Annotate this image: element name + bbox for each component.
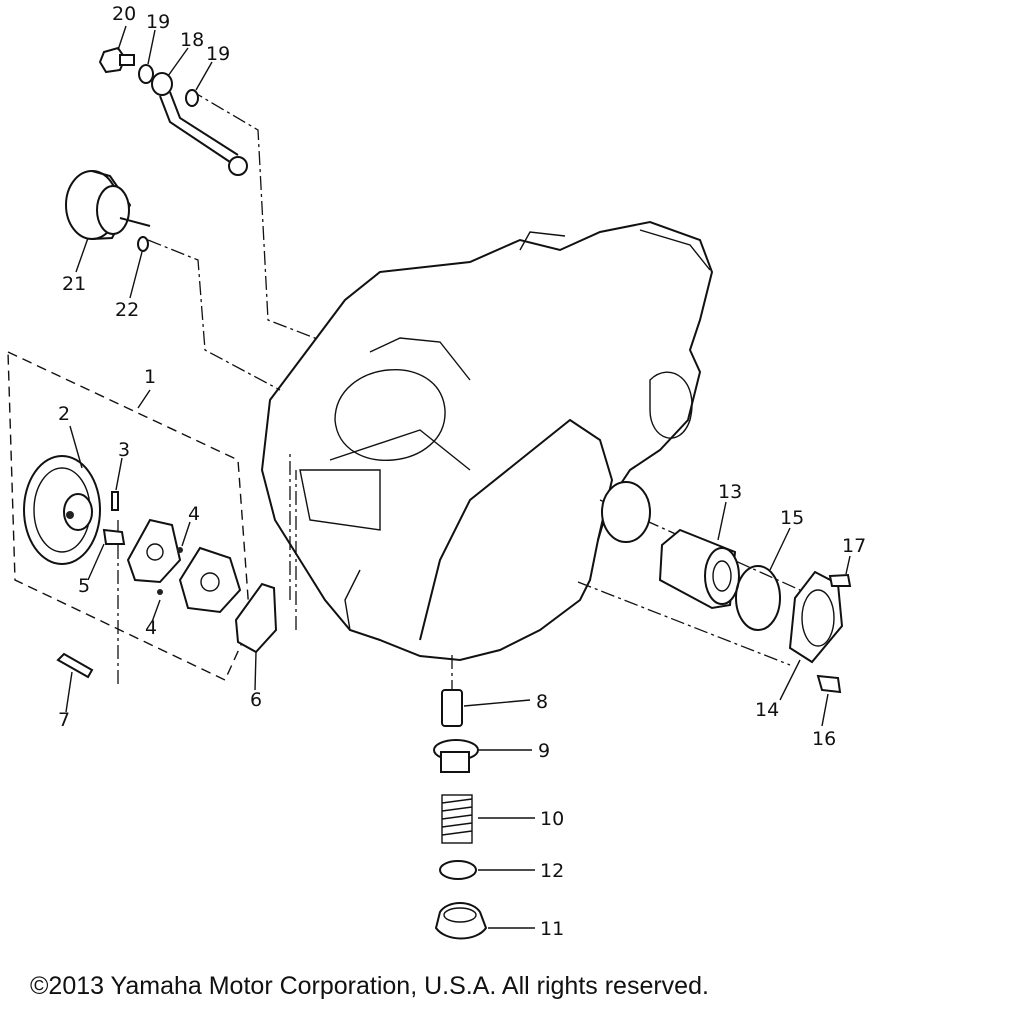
cover-bolt-upper	[828, 573, 852, 587]
part-label: 6	[250, 689, 262, 711]
oil-delivery-pipe	[151, 72, 248, 176]
filter-seat	[601, 481, 651, 543]
oil-filter-cover	[788, 570, 844, 664]
part-number-labels: 1 2 3 4 4 5 6 7 8 9 10 11 12 13 14 15 16…	[58, 3, 866, 940]
pin	[157, 589, 163, 595]
crankcase	[260, 220, 714, 662]
part-label: 9	[538, 740, 550, 762]
union-bolt	[98, 46, 135, 74]
part-label: 2	[58, 403, 70, 425]
part-label: 17	[842, 535, 866, 557]
pan-head-screw	[56, 652, 94, 679]
part-label: 12	[540, 860, 564, 882]
o-ring	[735, 565, 781, 631]
part-label: 10	[540, 808, 564, 830]
drive-rotor	[65, 170, 151, 252]
part-label: 19	[146, 11, 170, 33]
washer	[138, 64, 154, 84]
part-label: 18	[180, 29, 204, 51]
part-label: 1	[144, 366, 156, 388]
part-label: 21	[62, 273, 86, 295]
pump-shaft	[102, 528, 126, 545]
part-label: 4	[188, 503, 200, 525]
oil-pump-assembly-outline	[7, 350, 251, 681]
copyright-notice: ©2013 Yamaha Motor Corporation, U.S.A. A…	[30, 972, 709, 1000]
part-label: 16	[812, 728, 836, 750]
label-leaders	[65, 25, 851, 929]
plug-o-ring	[439, 860, 477, 880]
cover-bolt-lower	[816, 674, 842, 694]
washer	[185, 89, 199, 107]
part-label: 15	[780, 507, 804, 529]
dowel-pin	[111, 491, 119, 511]
part-label: 7	[58, 709, 70, 731]
exploded-parts-diagram: 1 2 3 4 4 5 6 7 8 9 10 11 12 13 14 15 16…	[7, 3, 866, 940]
part-label: 4	[145, 617, 157, 639]
part-label: 3	[118, 439, 130, 461]
drain-cap	[434, 902, 488, 940]
part-label: 14	[755, 699, 779, 721]
strainer-pipe	[441, 689, 463, 727]
part-label: 19	[206, 43, 230, 65]
part-label: 22	[115, 299, 139, 321]
part-label: 11	[540, 918, 564, 940]
oil-pump-cover	[178, 546, 242, 614]
drain-plug	[433, 739, 479, 773]
part-label: 8	[536, 691, 548, 713]
part-label: 13	[718, 481, 742, 503]
oil-filter-element	[658, 528, 740, 610]
part-label: 20	[112, 3, 136, 25]
oil-pump-housing	[126, 518, 182, 584]
leader-lines	[117, 89, 801, 690]
pin	[177, 547, 183, 553]
compression-spring	[441, 794, 473, 844]
pump-gasket	[234, 582, 278, 654]
oil-pump-driven-gear	[23, 455, 101, 565]
part-label: 5	[78, 575, 90, 597]
